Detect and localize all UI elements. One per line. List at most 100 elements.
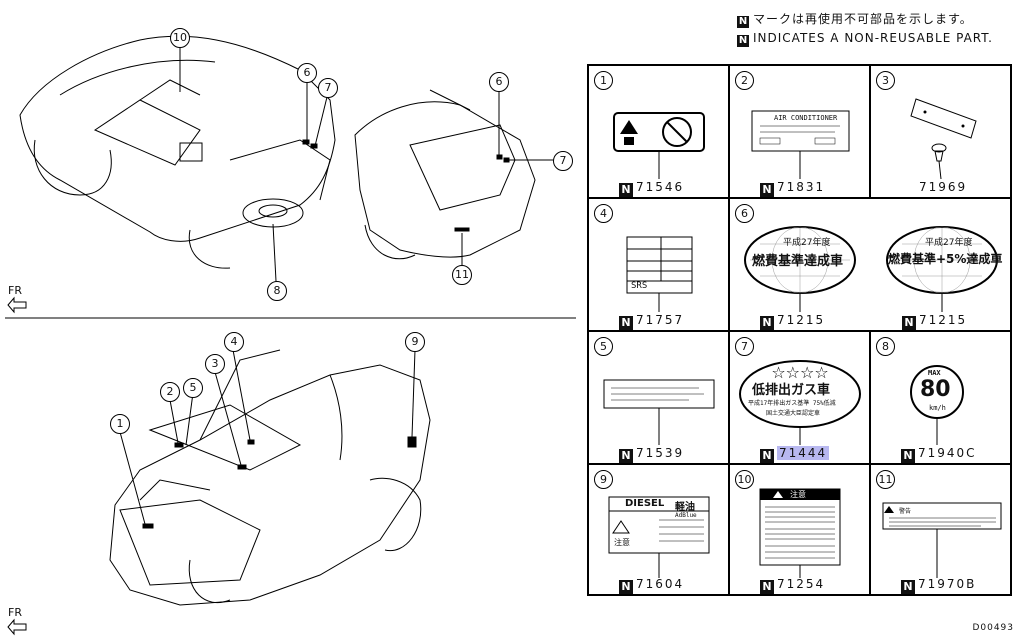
cell-number: 7 [735,337,754,356]
warning-small-text: 警告 [899,508,912,515]
front-direction-label: FR [8,606,22,619]
callout-5[interactable]: 5 [183,378,203,398]
note-en-text: INDICATES A NON-REUSABLE PART. [753,31,993,45]
diesel-jp-text: 軽油 [675,502,695,513]
diesel-caution-text: 注意 [614,538,630,547]
non-reusable-marker-icon: N [760,316,774,330]
label-air-conditioner-icon [751,110,850,179]
non-reusable-marker-icon: N [760,449,774,463]
speed-max-text: MAX [928,369,941,377]
cell-number: 2 [735,71,754,90]
cell-number: 1 [594,71,613,90]
callout-8[interactable]: 8 [267,281,287,301]
part-number-text: 71254 [777,577,826,591]
cell-number: 5 [594,337,613,356]
part-cell-3[interactable]: 3 71969 [870,65,1011,198]
speed-value-text: 80 [920,377,951,402]
diagram-id: D00493 [972,623,1014,633]
cell-number: 11 [876,470,895,489]
cell-number: 3 [876,71,895,90]
non-reusable-marker-icon: N [619,449,633,463]
part-number-text: 71604 [636,577,685,591]
non-reusable-marker-icon: N [737,35,749,47]
callout-1[interactable]: 1 [110,414,130,434]
speed-limit-sticker-icon [910,365,964,445]
part-number-text: 71970B [918,577,977,591]
part-cell-7[interactable]: 7 ☆☆☆☆ 低排出ガス車 平成17年排出ガス基準 75%低減 国土交通大臣認定… [729,331,870,464]
fuel-economy-emblem-icon [744,226,998,312]
callout-10[interactable]: 10 [170,28,190,48]
part-number-text: 71539 [636,446,685,460]
callout-9[interactable]: 9 [405,332,425,352]
diesel-title-text: DIESEL [625,498,665,509]
emission-sub2-text: 国土交通大臣認定車 [766,410,821,417]
svg-text:☆☆☆☆: ☆☆☆☆ [771,363,828,382]
non-reusable-marker-icon: N [901,580,915,594]
fuel-main-text: 燃費基準達成車 [752,254,844,269]
part-number-text: 71215 [777,313,826,327]
callout-6[interactable]: 6 [489,72,509,92]
cell-number: 8 [876,337,895,356]
part-number-text: 71940C [918,446,977,460]
part-number-text: 71757 [636,313,685,327]
non-reusable-marker-icon: N [619,580,633,594]
emission-sub1-text: 平成17年排出ガス基準 75%低減 [748,400,836,407]
callout-7[interactable]: 7 [318,78,338,98]
diesel-adblue-text: AdBlue [675,512,697,519]
cell-number: 9 [594,470,613,489]
callout-2[interactable]: 2 [160,382,180,402]
part-number-text: 71831 [777,180,826,194]
part-number-text: 71215 [919,313,968,327]
label-warning-strip-icon [882,502,1002,578]
fuel-year-text: 平成27年度 [783,238,831,248]
non-reusable-marker-icon: N [619,316,633,330]
speed-unit-text: km/h [929,404,946,412]
emission-main-text: 低排出ガス車 [752,383,831,398]
cell-number: 10 [735,470,754,489]
non-reusable-note-en: N INDICATES A NON-REUSABLE PART. [737,31,993,47]
caution-title-text: 注意 [790,490,806,499]
part-number-text: 71546 [636,180,685,194]
callout-11[interactable]: 11 [452,265,472,285]
callout-7[interactable]: 7 [553,151,573,171]
front-direction-label: FR [8,284,22,297]
non-reusable-marker-icon: N [737,16,749,28]
callout-3[interactable]: 3 [205,354,225,374]
non-reusable-marker-icon: N [902,316,916,330]
label-tire-pressure-icon [603,379,715,445]
label-caution-icon [759,488,841,578]
cell-number: 4 [594,204,613,223]
fuel-main-plus-text: 燃費基準+5%達成車 [888,252,1003,266]
callout-6[interactable]: 6 [297,63,317,83]
label-diesel-icon [608,496,710,578]
non-reusable-marker-icon: N [760,183,774,197]
callout-4[interactable]: 4 [224,332,244,352]
non-reusable-marker-icon: N [901,449,915,463]
fuel-year-text-2: 平成27年度 [925,238,973,248]
low-emission-emblem-icon: ☆☆☆☆ [739,360,861,445]
label-warning-airbag-icon [613,112,705,179]
non-reusable-marker-icon: N [760,580,774,594]
part-number-text-highlighted: 71444 [777,446,830,460]
